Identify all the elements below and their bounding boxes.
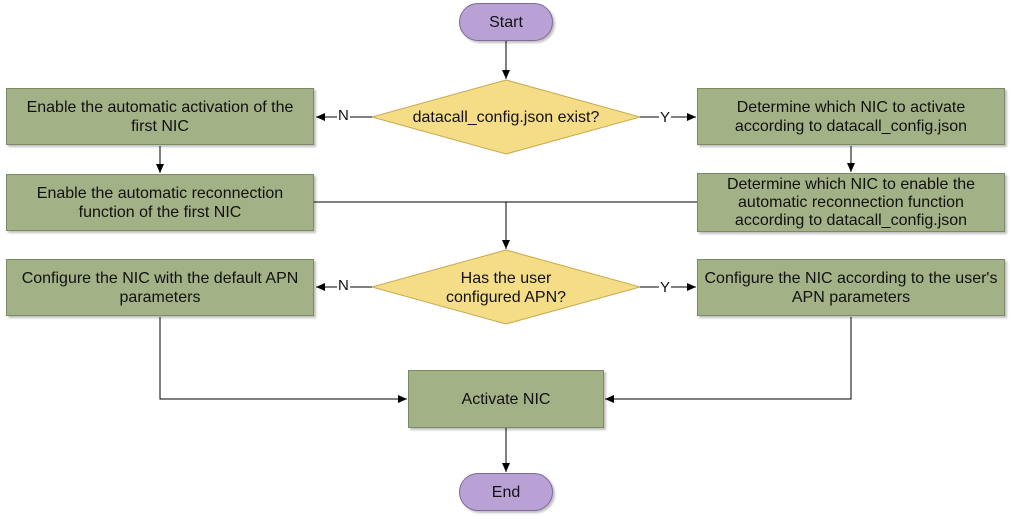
edge-label-no-2: N — [337, 277, 350, 294]
edge-default-apn-to-activate — [159, 317, 407, 403]
left-reconnection-label: Enable the automatic reconnection functi… — [36, 184, 284, 221]
edge-user-apn-to-activate — [605, 317, 852, 403]
left-default-apn-label: Configure the NIC with the default APN p… — [21, 269, 299, 306]
activate-nic-label: Activate NIC — [461, 390, 551, 408]
start-label: Start — [489, 13, 523, 31]
edge-label-yes-2: Y — [659, 279, 672, 296]
start-terminal: Start — [459, 3, 553, 41]
edge-label-yes-1: Y — [659, 109, 672, 126]
right-reconnection-label: Determine which NIC to enable the automa… — [726, 175, 976, 229]
left-activation-label: Enable the automatic activation of the f… — [26, 98, 294, 135]
decision-apn-label-box: Has the user configured APN? — [420, 268, 592, 308]
decision-apn-label: Has the user configured APN? — [445, 270, 567, 306]
right-reconnection-box: Determine which NIC to enable the automa… — [697, 173, 1005, 232]
left-activation-box: Enable the automatic activation of the f… — [6, 88, 314, 145]
decision-config-label-box: datacall_config.json exist? — [392, 104, 620, 130]
edge-label-no-1: N — [337, 107, 350, 124]
right-user-apn-label: Configure the NIC according to the user'… — [704, 269, 998, 306]
right-user-apn-box: Configure the NIC according to the user'… — [697, 259, 1005, 316]
right-activate-box: Determine which NIC to activate accordin… — [697, 88, 1005, 145]
end-terminal: End — [459, 473, 553, 511]
left-reconnection-box: Enable the automatic reconnection functi… — [6, 174, 314, 231]
right-activate-label: Determine which NIC to activate accordin… — [734, 98, 968, 135]
end-label: End — [491, 483, 521, 501]
activate-nic-box: Activate NIC — [408, 370, 604, 428]
left-default-apn-box: Configure the NIC with the default APN p… — [6, 259, 314, 316]
decision-config-label: datacall_config.json exist? — [412, 108, 600, 126]
